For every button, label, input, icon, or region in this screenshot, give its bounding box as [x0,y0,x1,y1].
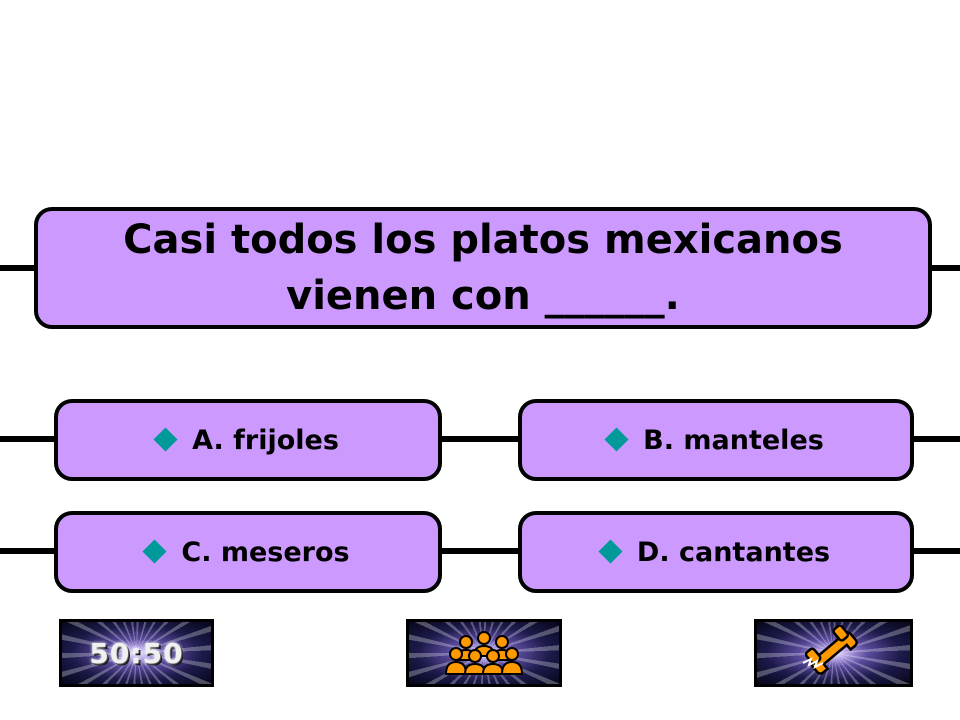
fifty-fifty-icon: 50:50 [89,637,183,670]
answer-a-label: A. frijoles [192,424,339,456]
answer-c-label: C. meseros [181,536,350,568]
question-line-1: Casi todos los platos mexicanos [123,217,843,263]
answer-c-button[interactable]: C. meseros [54,511,442,593]
answer-b-label: B. manteles [643,424,824,456]
diamond-bullet-icon [604,426,629,452]
diamond-bullet-icon [598,538,623,564]
fifty-separator: : [130,636,143,670]
phone-icon [799,625,869,681]
fifty-fifty-button[interactable]: 50:50 [59,619,214,687]
answer-b-button[interactable]: B. manteles [518,399,914,481]
ask-audience-button[interactable] [406,619,562,687]
fifty-left-number: 50 [89,636,131,670]
diamond-bullet-icon [142,538,167,564]
fifty-right-number: 50 [142,636,184,670]
audience-icon [444,628,524,678]
answer-d-label: D. cantantes [636,536,831,568]
question-box: Casi todos los platos mexicanos vienen c… [34,207,932,329]
answer-row1-line [0,436,960,442]
answer-a-button[interactable]: A. frijoles [54,399,442,481]
question-line-2: vienen con ______. [286,273,680,319]
diamond-bullet-icon [153,426,178,452]
answer-d-button[interactable]: D. cantantes [518,511,914,593]
phone-friend-button[interactable] [754,619,913,687]
answer-row2-line [0,548,960,554]
